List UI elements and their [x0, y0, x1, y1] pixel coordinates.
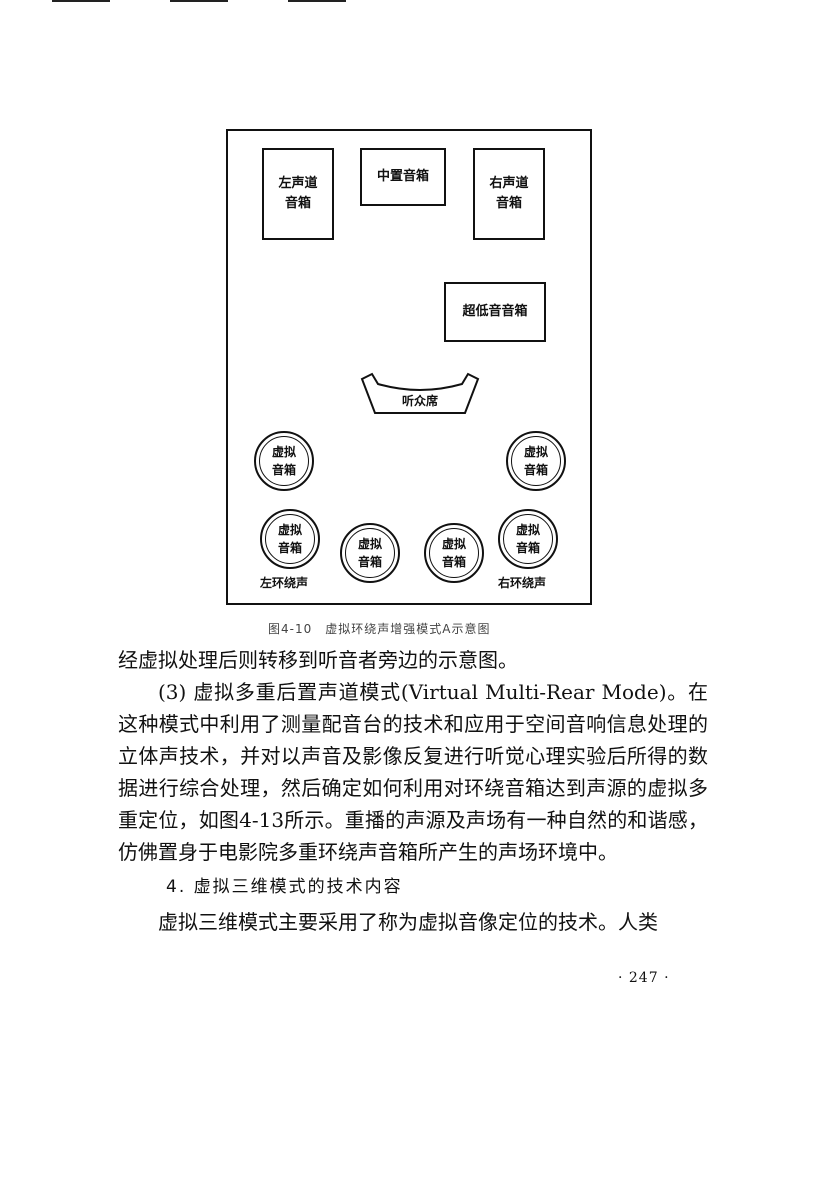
body-text: 经虚拟处理后则转移到听音者旁边的示意图。 (3) 虚拟多重后置声道模式(Virt…: [118, 644, 708, 938]
virtual-speaker-upper-left: 虚拟 音箱: [254, 431, 314, 491]
top-rule-1: [52, 0, 110, 2]
listener-seat-label: 听众席: [401, 394, 438, 408]
virtual-speaker-left-surround: 虚拟 音箱: [260, 509, 320, 569]
top-rule-2: [170, 0, 228, 2]
page-number: · 247 ·: [618, 970, 670, 986]
virtual-speaker-right-surround: 虚拟 音箱: [498, 509, 558, 569]
section-heading: 4. 虚拟三维模式的技术内容: [166, 877, 403, 897]
figure-caption: 图4-10 虚拟环绕声增强模式A示意图: [268, 622, 491, 636]
top-rule-3: [288, 0, 346, 2]
speaker-layout-diagram: 左声道 音箱 中置音箱 右声道 音箱 超低音音箱 听众席 虚拟 音箱 虚拟 音箱…: [226, 129, 592, 605]
paragraph-1: 经虚拟处理后则转移到听音者旁边的示意图。: [118, 648, 518, 672]
right-surround-label: 右环绕声: [498, 576, 547, 590]
subwoofer-speaker: 超低音音箱: [444, 282, 546, 342]
virtual-speaker-upper-right: 虚拟 音箱: [506, 431, 566, 491]
left-channel-speaker: 左声道 音箱: [262, 148, 334, 240]
paragraph-2: (3) 虚拟多重后置声道模式(Virtual Multi-Rear Mode)。…: [118, 680, 708, 864]
left-surround-label: 左环绕声: [260, 576, 309, 590]
right-channel-speaker: 右声道 音箱: [473, 148, 545, 240]
virtual-speaker-rear-right: 虚拟 音箱: [424, 523, 484, 583]
virtual-speaker-rear-left: 虚拟 音箱: [340, 523, 400, 583]
listener-seat-icon: [360, 372, 480, 414]
paragraph-3: 虚拟三维模式主要采用了称为虚拟音像定位的技术。人类: [158, 910, 658, 934]
center-speaker: 中置音箱: [360, 148, 446, 206]
